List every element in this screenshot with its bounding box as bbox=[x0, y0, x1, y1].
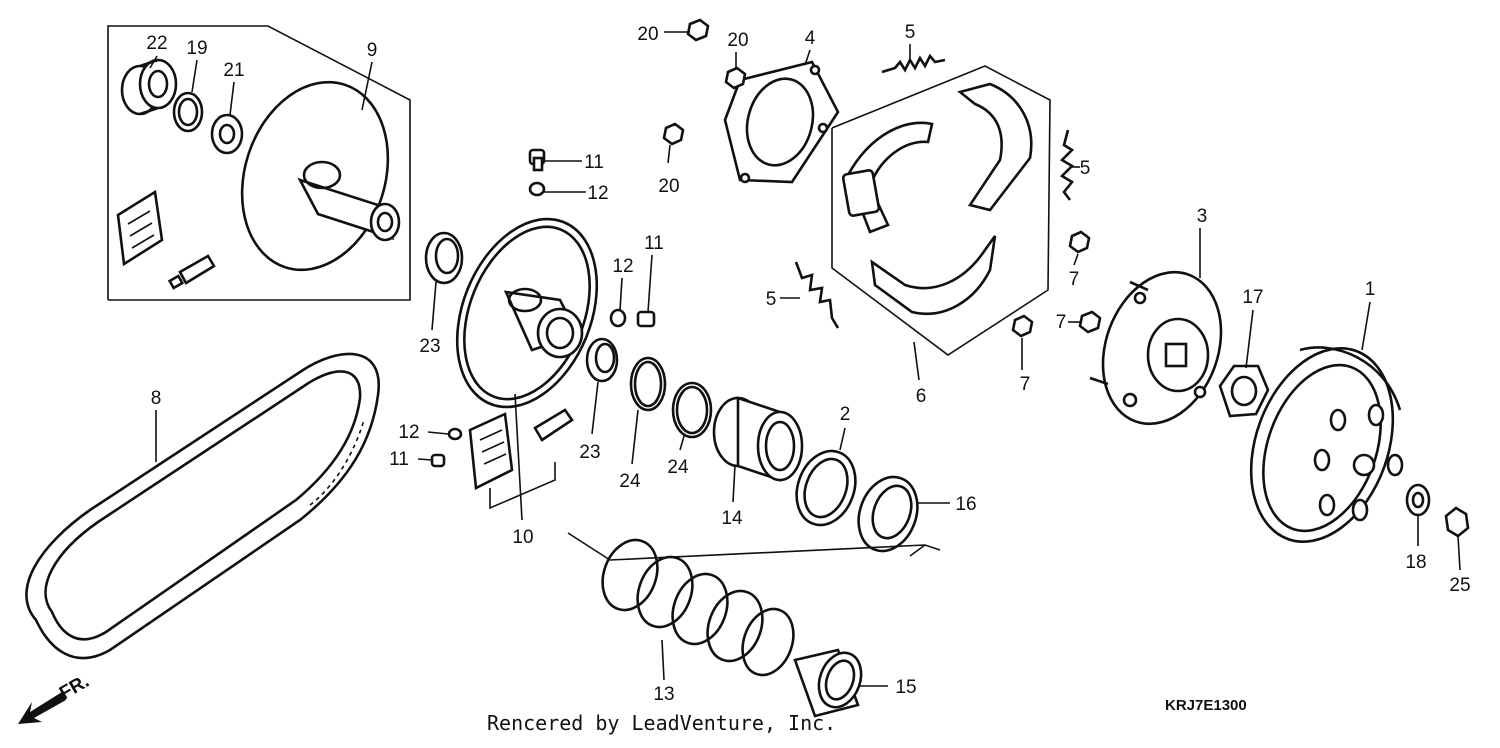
render-credit: Rencered by LeadVenture, Inc. bbox=[487, 711, 836, 735]
callout-5: 5 bbox=[1080, 158, 1091, 179]
special-nut-part[interactable] bbox=[1218, 364, 1270, 418]
o-ring-part[interactable] bbox=[671, 381, 713, 439]
drive-face-kit-outline bbox=[107, 25, 411, 301]
callout-20: 20 bbox=[727, 30, 748, 51]
oil-seal-part[interactable] bbox=[585, 337, 619, 383]
grease-sheet-icon bbox=[468, 412, 514, 491]
callout-19: 19 bbox=[186, 38, 207, 59]
callout-17: 17 bbox=[1242, 287, 1263, 308]
callout-5: 5 bbox=[766, 289, 777, 310]
kit-bracket bbox=[489, 462, 556, 510]
grease-tube-icon bbox=[167, 254, 216, 290]
o-ring-part[interactable] bbox=[629, 356, 667, 412]
washer-part[interactable] bbox=[787, 443, 866, 534]
clutch-plate-part[interactable] bbox=[723, 60, 840, 184]
drive-plate-part[interactable] bbox=[1083, 256, 1242, 441]
callout-2: 2 bbox=[840, 404, 851, 425]
clutch-shoe-part[interactable] bbox=[870, 235, 997, 315]
callout-9: 9 bbox=[367, 40, 378, 61]
driven-face-part[interactable] bbox=[431, 198, 623, 428]
callout-12: 12 bbox=[612, 256, 633, 277]
oil-seal-part[interactable] bbox=[849, 469, 928, 560]
clutch-spring-part[interactable] bbox=[794, 261, 840, 329]
guide-pin-part[interactable] bbox=[430, 453, 446, 468]
clutch-outer-part[interactable] bbox=[1226, 328, 1418, 561]
callout-23: 23 bbox=[579, 442, 600, 463]
nut-part[interactable] bbox=[686, 18, 710, 42]
callout-18: 18 bbox=[1405, 552, 1426, 573]
callout-10: 10 bbox=[512, 527, 533, 548]
part-code: KRJ7E1300 bbox=[1165, 697, 1247, 714]
callout-5: 5 bbox=[905, 22, 916, 43]
nut-part[interactable] bbox=[1444, 506, 1470, 538]
callout-11: 11 bbox=[584, 152, 604, 173]
nut-part[interactable] bbox=[1068, 230, 1091, 254]
leader-lines bbox=[149, 31, 1461, 687]
callout-23: 23 bbox=[419, 336, 440, 357]
guide-pin-part[interactable] bbox=[636, 310, 656, 328]
front-direction-arrow: FR. bbox=[18, 671, 93, 724]
clutch-spring-part[interactable] bbox=[1059, 129, 1075, 201]
callout-11: 11 bbox=[389, 449, 409, 470]
needle-bearing-part[interactable] bbox=[120, 58, 178, 116]
callout-20: 20 bbox=[658, 176, 679, 197]
callout-7: 7 bbox=[1056, 312, 1067, 333]
collar-part[interactable] bbox=[793, 647, 868, 718]
callout-14: 14 bbox=[721, 508, 743, 529]
ball-bearing-part[interactable] bbox=[210, 113, 244, 155]
driven-spring-part[interactable] bbox=[593, 532, 802, 682]
callout-11: 11 bbox=[644, 233, 664, 254]
callout-25: 25 bbox=[1449, 575, 1470, 596]
clutch-shoe-part[interactable] bbox=[957, 82, 1033, 212]
callout-22: 22 bbox=[146, 33, 167, 54]
oil-seal-part[interactable] bbox=[424, 231, 464, 285]
callout-4: 4 bbox=[805, 28, 816, 49]
nut-part[interactable] bbox=[724, 66, 747, 90]
guide-pin-part[interactable] bbox=[528, 148, 546, 172]
nut-part[interactable] bbox=[1078, 310, 1102, 334]
roller-part[interactable] bbox=[447, 427, 463, 441]
callout-3: 3 bbox=[1197, 206, 1208, 227]
drive-belt-part[interactable] bbox=[25, 352, 380, 660]
callout-21: 21 bbox=[223, 60, 244, 81]
nut-part[interactable] bbox=[1011, 314, 1034, 338]
callout-1: 1 bbox=[1365, 279, 1376, 300]
callout-20: 20 bbox=[637, 24, 658, 45]
callout-13: 13 bbox=[653, 684, 674, 705]
grease-tube-icon bbox=[533, 408, 574, 442]
callout-15: 15 bbox=[895, 677, 916, 698]
roller-part[interactable] bbox=[609, 308, 627, 328]
clutch-shoe-kit-outline bbox=[831, 65, 1051, 356]
callout-12: 12 bbox=[398, 422, 419, 443]
circlip-part[interactable] bbox=[172, 91, 204, 133]
callout-6: 6 bbox=[916, 386, 927, 407]
seal-collar-part[interactable] bbox=[712, 396, 804, 482]
callout-7: 7 bbox=[1020, 374, 1031, 395]
drive-face-part[interactable] bbox=[219, 63, 411, 289]
grease-sheet-icon bbox=[116, 189, 164, 267]
washer-part[interactable] bbox=[1405, 483, 1431, 517]
callout-8: 8 bbox=[151, 388, 162, 409]
kit-bracket bbox=[567, 532, 941, 561]
nut-part[interactable] bbox=[662, 122, 685, 146]
roller-part[interactable] bbox=[528, 181, 546, 197]
clutch-shoe-part[interactable] bbox=[841, 121, 934, 234]
callout-12: 12 bbox=[587, 183, 608, 204]
callout-24: 24 bbox=[667, 457, 689, 478]
clutch-spring-part[interactable] bbox=[881, 53, 946, 74]
callout-24: 24 bbox=[619, 471, 641, 492]
callout-16: 16 bbox=[955, 494, 976, 515]
callout-7: 7 bbox=[1069, 269, 1080, 290]
